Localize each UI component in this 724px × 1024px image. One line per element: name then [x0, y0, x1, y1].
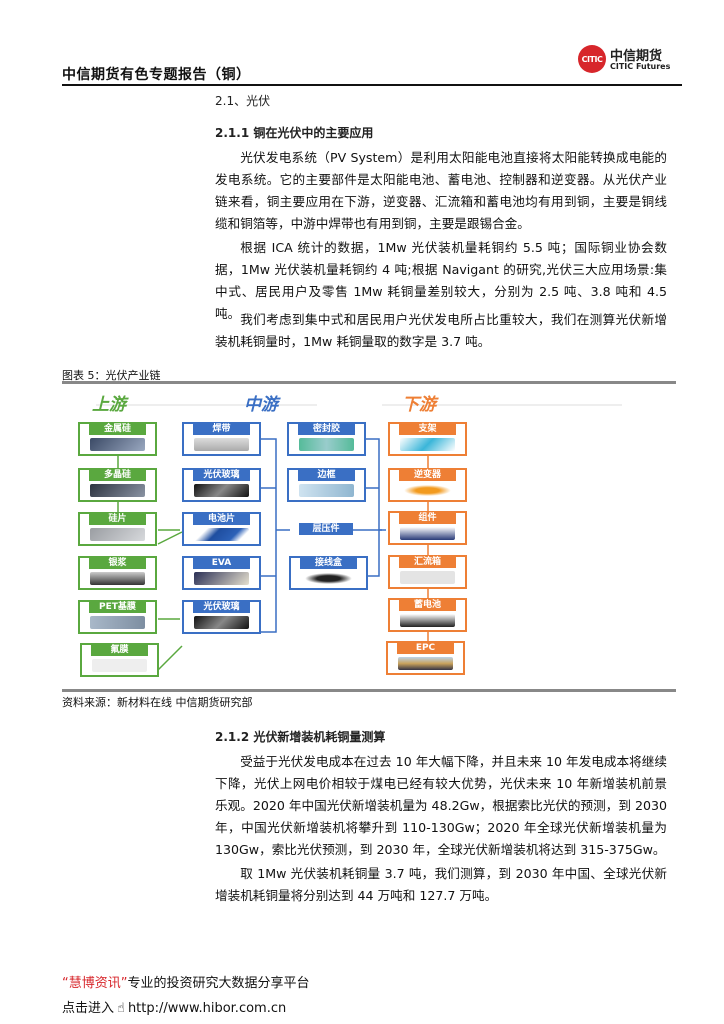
footer-enter-text: 点击进入	[62, 1001, 115, 1016]
chain-node-image	[398, 657, 453, 670]
chain-node-midstream: 光伏玻璃	[182, 468, 261, 502]
chain-node-midstream: 接线盒	[289, 556, 368, 590]
pv-industry-chain-diagram: 上游 中游 下游 金属硅 多晶硅 硅片 银浆 PET基膜 氟膜 焊带 光伏玻璃 …	[62, 388, 676, 688]
chain-node-image	[400, 484, 455, 497]
chain-node-image	[194, 484, 249, 497]
footer-link[interactable]: 点击进入☝http://www.hibor.com.cn	[62, 997, 286, 1016]
figure-bottom-rule	[62, 689, 676, 692]
chain-node-midstream: 边框	[287, 468, 366, 502]
stage-midstream: 中游	[244, 395, 278, 415]
chain-node-image	[90, 438, 145, 451]
chain-node-downstream: 汇流箱	[388, 555, 467, 589]
logo-cn: 中信期货	[610, 49, 663, 64]
footer-brand: “慧博资讯”	[62, 976, 128, 991]
chain-node-label: 光伏玻璃	[193, 470, 250, 481]
paragraph: 根据 ICA 统计的数据，1Mw 光伏装机量耗铜约 5.5 吨；国际铜业协会数据…	[215, 240, 667, 321]
chain-node-label: 边框	[298, 470, 355, 481]
citic-logo-mark-icon: CITIC	[578, 45, 606, 73]
header-divider	[62, 84, 682, 86]
figure-source: 资料来源：新材料在线 中信期货研究部	[62, 696, 253, 709]
chain-node-image	[400, 571, 455, 584]
chain-node-label: 支架	[399, 424, 456, 435]
chain-node-upstream: 金属硅	[78, 422, 157, 456]
chain-node-image	[90, 484, 145, 497]
figure-caption: 图表 5：光伏产业链	[62, 369, 161, 382]
chain-node-midstream: 密封胶	[287, 422, 366, 456]
chain-node-label: 氟膜	[91, 645, 148, 656]
chain-node-label: PET基膜	[89, 602, 146, 613]
chain-node-label: 光伏玻璃	[193, 602, 250, 613]
connector-lines	[96, 404, 622, 671]
citic-logo: CITIC 中信期货 CITIC Futures	[578, 44, 678, 76]
chain-node-label: 银浆	[89, 558, 146, 569]
chain-node-laminate: 层压件	[299, 523, 353, 535]
chain-node-label: 硅片	[89, 514, 146, 525]
chain-node-midstream: 光伏玻璃	[182, 600, 261, 634]
chain-node-image	[400, 438, 455, 451]
chain-node-upstream: 银浆	[78, 556, 157, 590]
paragraph: 我们考虑到集中式和居民用户光伏发电所占比重较大，我们在测算光伏新增装机耗铜量时，…	[215, 312, 667, 349]
chain-node-image	[400, 527, 455, 540]
chain-node-label: 汇流箱	[399, 557, 456, 568]
chain-node-label: 多晶硅	[89, 470, 146, 481]
chain-node-image	[194, 616, 249, 629]
chain-node-downstream: 支架	[388, 422, 467, 456]
chain-node-upstream: 硅片	[78, 512, 157, 546]
report-title: 中信期货有色专题报告（铜）	[62, 67, 251, 83]
paragraph: 受益于光伏发电成本在过去 10 年大幅下降，并且未来 10 年发电成本将继续下降…	[215, 754, 667, 857]
footer-url[interactable]: http://www.hibor.com.cn	[127, 1001, 287, 1016]
chain-node-image	[92, 659, 147, 672]
chain-node-label: 电池片	[193, 514, 250, 525]
chain-node-image	[90, 572, 145, 585]
chain-node-label: EPC	[397, 643, 454, 654]
stage-downstream: 下游	[402, 395, 436, 415]
section-heading: 2.1、光伏	[215, 94, 271, 108]
chain-node-upstream: 氟膜	[80, 643, 159, 677]
subsection-heading-2-1-1: 2.1.1 铜在光伏中的主要应用	[215, 126, 374, 140]
footer-tagline-text: 专业的投资研究大数据分享平台	[127, 976, 310, 991]
chain-node-image	[299, 438, 354, 451]
footer-tagline: “慧博资讯”专业的投资研究大数据分享平台	[62, 972, 310, 991]
chain-node-image	[194, 438, 249, 451]
chain-node-midstream: 焊带	[182, 422, 261, 456]
chain-node-upstream: 多晶硅	[78, 468, 157, 502]
chain-node-label: EVA	[193, 558, 250, 569]
chain-node-midstream: 电池片	[182, 512, 261, 546]
chain-node-image	[194, 572, 249, 585]
chain-node-label: 逆变器	[399, 470, 456, 481]
stage-upstream: 上游	[92, 395, 126, 415]
chain-node-upstream: PET基膜	[78, 600, 157, 634]
chain-node-label: 组件	[399, 513, 456, 524]
chain-node-image	[194, 528, 249, 541]
chain-node-image	[301, 572, 356, 585]
chain-node-image	[299, 484, 354, 497]
figure-top-rule	[62, 381, 676, 384]
chain-node-label: 金属硅	[89, 424, 146, 435]
hand-pointer-icon: ☝	[117, 1001, 125, 1016]
logo-en: CITIC Futures	[610, 62, 671, 71]
chain-node-downstream: EPC	[386, 641, 465, 675]
chain-node-midstream: EVA	[182, 556, 261, 590]
chain-node-image	[90, 528, 145, 541]
paragraph: 光伏发电系统（PV System）是利用太阳能电池直接将太阳能转换成电能的发电系…	[215, 150, 667, 231]
chain-node-image	[400, 614, 455, 627]
chain-node-label: 蓄电池	[399, 600, 456, 611]
subsection-heading-2-1-2: 2.1.2 光伏新增装机耗铜量测算	[215, 730, 386, 744]
chain-node-label: 密封胶	[298, 424, 355, 435]
paragraph: 取 1Mw 光伏装机耗铜量 3.7 吨，我们测算，到 2030 年中国、全球光伏…	[215, 866, 667, 903]
chain-node-downstream: 组件	[388, 511, 467, 545]
chain-node-downstream: 逆变器	[388, 468, 467, 502]
chain-node-downstream: 蓄电池	[388, 598, 467, 632]
chain-node-image	[90, 616, 145, 629]
chain-node-label: 接线盒	[300, 558, 357, 569]
chain-node-label: 焊带	[193, 424, 250, 435]
